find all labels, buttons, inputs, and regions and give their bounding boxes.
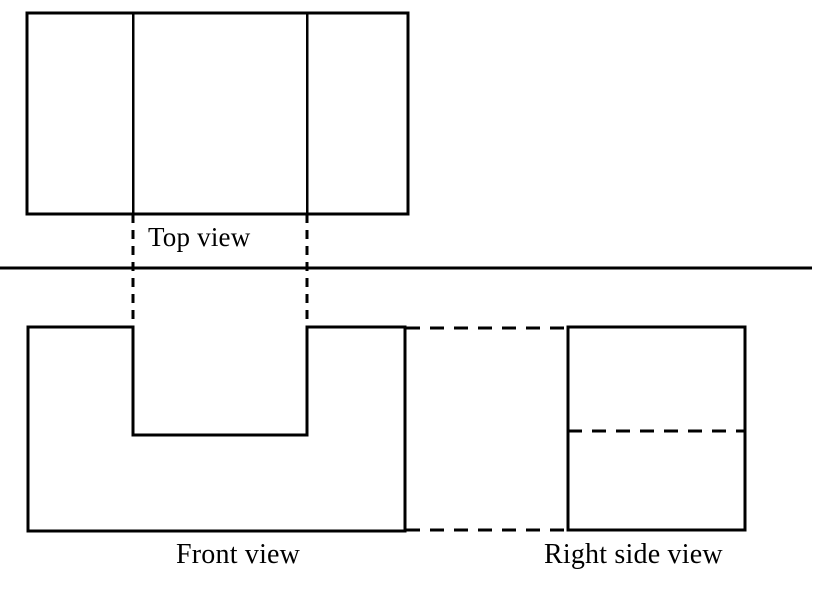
front-view-group [26, 325, 407, 533]
right-side-view-label: Right side view [544, 539, 723, 570]
vertical-projection-lines-group [131, 214, 309, 327]
right-side-view-group [566, 325, 747, 532]
top-view-outline [25, 11, 410, 216]
front-view-label: Front view [176, 539, 301, 570]
horizontal-projection-lines-group [406, 326, 568, 532]
front-view-outline [26, 325, 407, 533]
top-view-label: Top view [148, 222, 251, 252]
top-view-group [25, 11, 410, 216]
right-side-view-outline [566, 325, 747, 532]
